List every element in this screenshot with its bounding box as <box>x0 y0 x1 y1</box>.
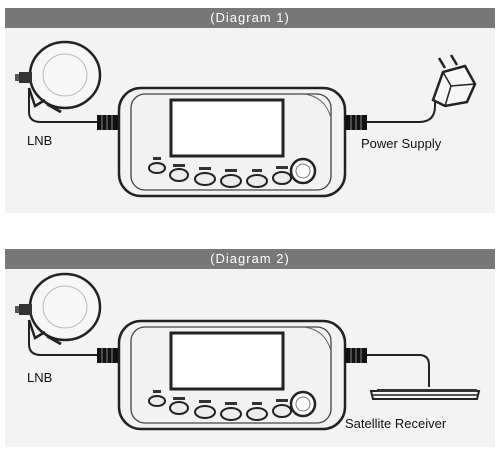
diagram-2-title: (Diagram 2) <box>5 249 495 269</box>
diagram-1-panel: (Diagram 1) <box>5 8 495 213</box>
power-cable <box>367 98 436 123</box>
lnb-cable <box>28 88 97 123</box>
lnb-connector <box>97 348 119 363</box>
diagram-1-title: (Diagram 1) <box>5 8 495 28</box>
meter-screen <box>169 331 285 391</box>
lnb-connector <box>97 115 119 130</box>
satellite-finder-meter <box>117 86 347 198</box>
diagram-2-illustration: LNB Satellite Receiver <box>15 272 481 431</box>
diagram-1-left-label: LNB <box>27 133 52 148</box>
meter-screen <box>169 98 285 158</box>
satellite-dish-icon <box>15 272 102 346</box>
diagram-2-panel: (Diagram 2) <box>5 249 495 447</box>
diagram-1-right-label: Power Supply <box>361 136 442 151</box>
power-knob-icon <box>289 157 317 185</box>
diagram-1-illustration: LNB Power Supply <box>15 40 477 198</box>
receiver-cable <box>367 354 430 387</box>
diagram-2-left-label: LNB <box>27 370 52 385</box>
power-connector <box>345 115 367 130</box>
satellite-dish-icon <box>15 40 102 114</box>
meter-buttons <box>148 162 292 188</box>
receiver-connector <box>345 348 367 363</box>
lnb-cable <box>28 320 97 356</box>
power-knob-icon <box>289 390 317 418</box>
satellite-receiver-icon <box>369 389 481 400</box>
diagram-2-right-label: Satellite Receiver <box>345 416 447 431</box>
power-adapter-icon <box>431 54 477 108</box>
satellite-finder-meter <box>117 319 347 431</box>
meter-buttons <box>148 395 292 421</box>
